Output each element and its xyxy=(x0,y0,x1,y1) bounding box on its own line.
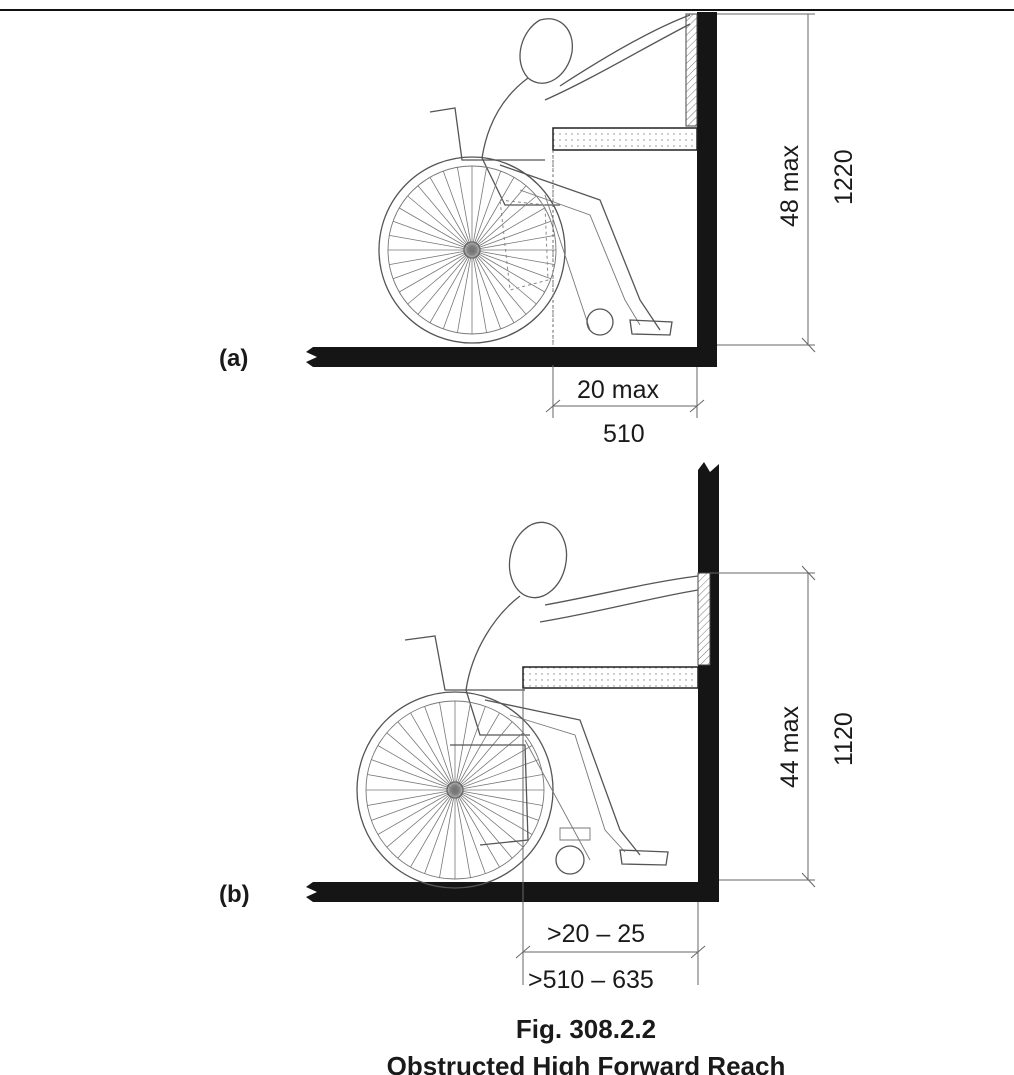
wheel-spoke xyxy=(471,249,545,293)
wheel-spoke xyxy=(429,177,473,251)
wheel-spoke xyxy=(471,249,552,280)
wheel-spoke xyxy=(471,249,555,265)
wheel-spoke xyxy=(417,249,473,315)
dim-b-horizontal-imperial: >20 – 25 xyxy=(547,920,645,948)
wheel-spoke xyxy=(439,702,456,791)
wheel-spoke xyxy=(457,249,473,333)
wall-a xyxy=(697,12,717,367)
wheel-spoke xyxy=(407,195,473,251)
obstruction-b xyxy=(522,666,699,689)
wheel-spoke xyxy=(392,249,473,280)
label-a: (a) xyxy=(219,345,248,372)
diagram-b: (b) 44 max 1120 >20 – 25 >510 – 635 xyxy=(219,462,858,994)
dimension-lines-b xyxy=(515,565,816,985)
figure-title: Obstructed High Forward Reach xyxy=(387,1051,786,1075)
wheel-spoke xyxy=(471,249,515,323)
wheel-spoke xyxy=(377,745,456,791)
wheel-spoke xyxy=(389,235,473,251)
reach-target-a xyxy=(685,13,698,127)
floor-b xyxy=(306,882,719,902)
wheel-spoke xyxy=(454,721,513,791)
wheel-spoke xyxy=(454,759,539,791)
wheel-spoke xyxy=(454,712,500,791)
wheel-spoke xyxy=(471,177,515,251)
wheel-spoke xyxy=(439,789,456,878)
floor-a xyxy=(306,347,717,367)
wheel-spoke xyxy=(371,759,456,791)
wheel-spoke xyxy=(392,220,473,251)
wheel-spoke xyxy=(454,706,486,791)
wheel-spoke xyxy=(471,220,552,251)
wheel-spoke xyxy=(424,789,456,874)
dim-a-vertical-imperial: 48 max xyxy=(776,145,804,227)
wheel-spoke xyxy=(454,789,500,868)
wheel-spoke xyxy=(471,167,487,251)
wheel-spoke xyxy=(471,207,545,251)
wheel-spoke xyxy=(454,789,543,806)
wheel-spoke xyxy=(397,789,456,859)
dim-b-vertical-imperial: 44 max xyxy=(776,706,804,788)
wheel-spoke xyxy=(471,235,555,251)
wheel-spoke xyxy=(454,789,513,859)
wheel-spoke xyxy=(442,249,473,330)
wheel-spoke xyxy=(386,732,456,791)
wheel-spoke xyxy=(454,789,539,821)
dim-a-vertical-metric: 1220 xyxy=(830,149,858,205)
wheel-spoke xyxy=(424,706,456,791)
dim-b-vertical-metric: 1120 xyxy=(830,712,858,766)
wheel-spoke xyxy=(471,249,487,333)
wheel-spoke xyxy=(471,249,527,315)
wheel-spoke xyxy=(371,789,456,821)
wheel-spoke xyxy=(471,249,537,305)
wheel-spoke xyxy=(429,249,473,323)
wheel-spoke xyxy=(399,207,473,251)
wheel-spoke xyxy=(410,789,456,868)
figure-number: Fig. 308.2.2 xyxy=(516,1014,656,1044)
wheel-spoke xyxy=(454,789,486,874)
wheel-spoke xyxy=(389,249,473,265)
wheelchair-b xyxy=(356,635,591,889)
wheel-spoke xyxy=(386,789,456,848)
wheel-spoke xyxy=(367,789,456,806)
wheel-spoke xyxy=(454,732,524,791)
wheel-spoke xyxy=(442,170,473,251)
wheel-spoke xyxy=(471,185,527,251)
dim-a-horizontal-metric: 510 xyxy=(603,420,645,448)
wheel-spoke xyxy=(471,249,502,330)
wheel-spoke xyxy=(377,789,456,835)
wheel-spoke xyxy=(407,249,473,305)
wall-b xyxy=(698,462,719,902)
wheel-spoke xyxy=(454,702,471,791)
obstruction-a xyxy=(552,127,698,151)
wheel-spoke xyxy=(457,167,473,251)
reach-target-b xyxy=(697,572,711,666)
wheel-spoke xyxy=(454,789,471,878)
wheel-spoke xyxy=(454,774,543,791)
person-a xyxy=(481,14,691,336)
diagram-a: (a) 48 max 1220 20 max 510 xyxy=(219,12,858,448)
wheelchair-a xyxy=(378,107,614,345)
wheel-spoke xyxy=(471,195,537,251)
wheel-spoke xyxy=(454,789,533,835)
wheel-spoke xyxy=(410,712,456,791)
wheel-spoke xyxy=(454,789,524,848)
dim-a-horizontal-imperial: 20 max xyxy=(577,376,659,404)
wheel-spoke xyxy=(417,185,473,251)
wheel-spoke xyxy=(367,774,456,791)
wheel-spoke xyxy=(399,249,473,293)
wheel-spoke xyxy=(397,721,456,791)
dimension-lines-a xyxy=(545,13,816,418)
wheel-spoke xyxy=(454,745,533,791)
dim-b-horizontal-metric: >510 – 635 xyxy=(528,966,654,994)
person-b xyxy=(465,521,699,866)
label-b: (b) xyxy=(219,881,250,908)
wheel-spoke xyxy=(471,170,502,251)
